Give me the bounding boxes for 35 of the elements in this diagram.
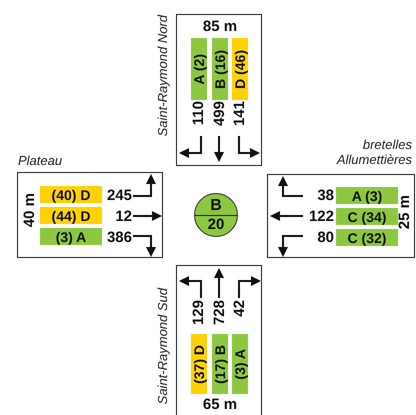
street-name: Plateau xyxy=(18,153,62,168)
street-name: bretelles Allumettières xyxy=(335,137,412,167)
street-name: Saint-Raymond Nord xyxy=(155,15,170,136)
level-grade: B xyxy=(209,197,223,215)
delay-value: 20 xyxy=(206,216,226,233)
street-name: Saint-Raymond Sud xyxy=(155,288,170,404)
traffic-volume: 129 xyxy=(190,300,207,326)
traffic-volume: 38 xyxy=(316,187,334,204)
traffic-volume: 80 xyxy=(316,229,334,246)
level-of-service-bar: (44) D xyxy=(40,207,102,224)
traffic-volume: 122 xyxy=(308,208,334,225)
traffic-volume: 386 xyxy=(106,229,132,246)
level-of-service-bar: C (34) xyxy=(336,208,398,225)
level-of-service-circle xyxy=(194,193,238,237)
distance-label: 25 m xyxy=(396,195,413,230)
distance-label: 65 m xyxy=(202,396,238,413)
traffic-volume: 728 xyxy=(211,300,228,326)
traffic-volume: 42 xyxy=(231,300,248,317)
traffic-volume: 141 xyxy=(231,101,248,126)
distance-label: 40 m xyxy=(21,193,38,228)
level-of-service-bar: A (3) xyxy=(336,187,398,204)
traffic-volume: 110 xyxy=(190,101,207,126)
level-of-service-bar: B (16) xyxy=(212,38,228,100)
level-of-service-bar: A (2) xyxy=(191,38,207,100)
distance-label: 85 m xyxy=(202,18,238,35)
level-of-service-bar: (3) A xyxy=(40,228,102,245)
level-of-service-bar: (37) D xyxy=(191,334,207,394)
traffic-volume: 245 xyxy=(106,187,132,204)
level-of-service-bar: D (46) xyxy=(232,38,248,100)
traffic-volume: 499 xyxy=(211,101,228,126)
level-of-service-bar: (40) D xyxy=(40,186,102,203)
level-of-service-bar: C (32) xyxy=(336,229,398,246)
level-of-service-bar: (3) A xyxy=(232,334,248,394)
level-of-service-bar: (17) B xyxy=(212,334,228,394)
traffic-volume: 12 xyxy=(114,208,132,225)
